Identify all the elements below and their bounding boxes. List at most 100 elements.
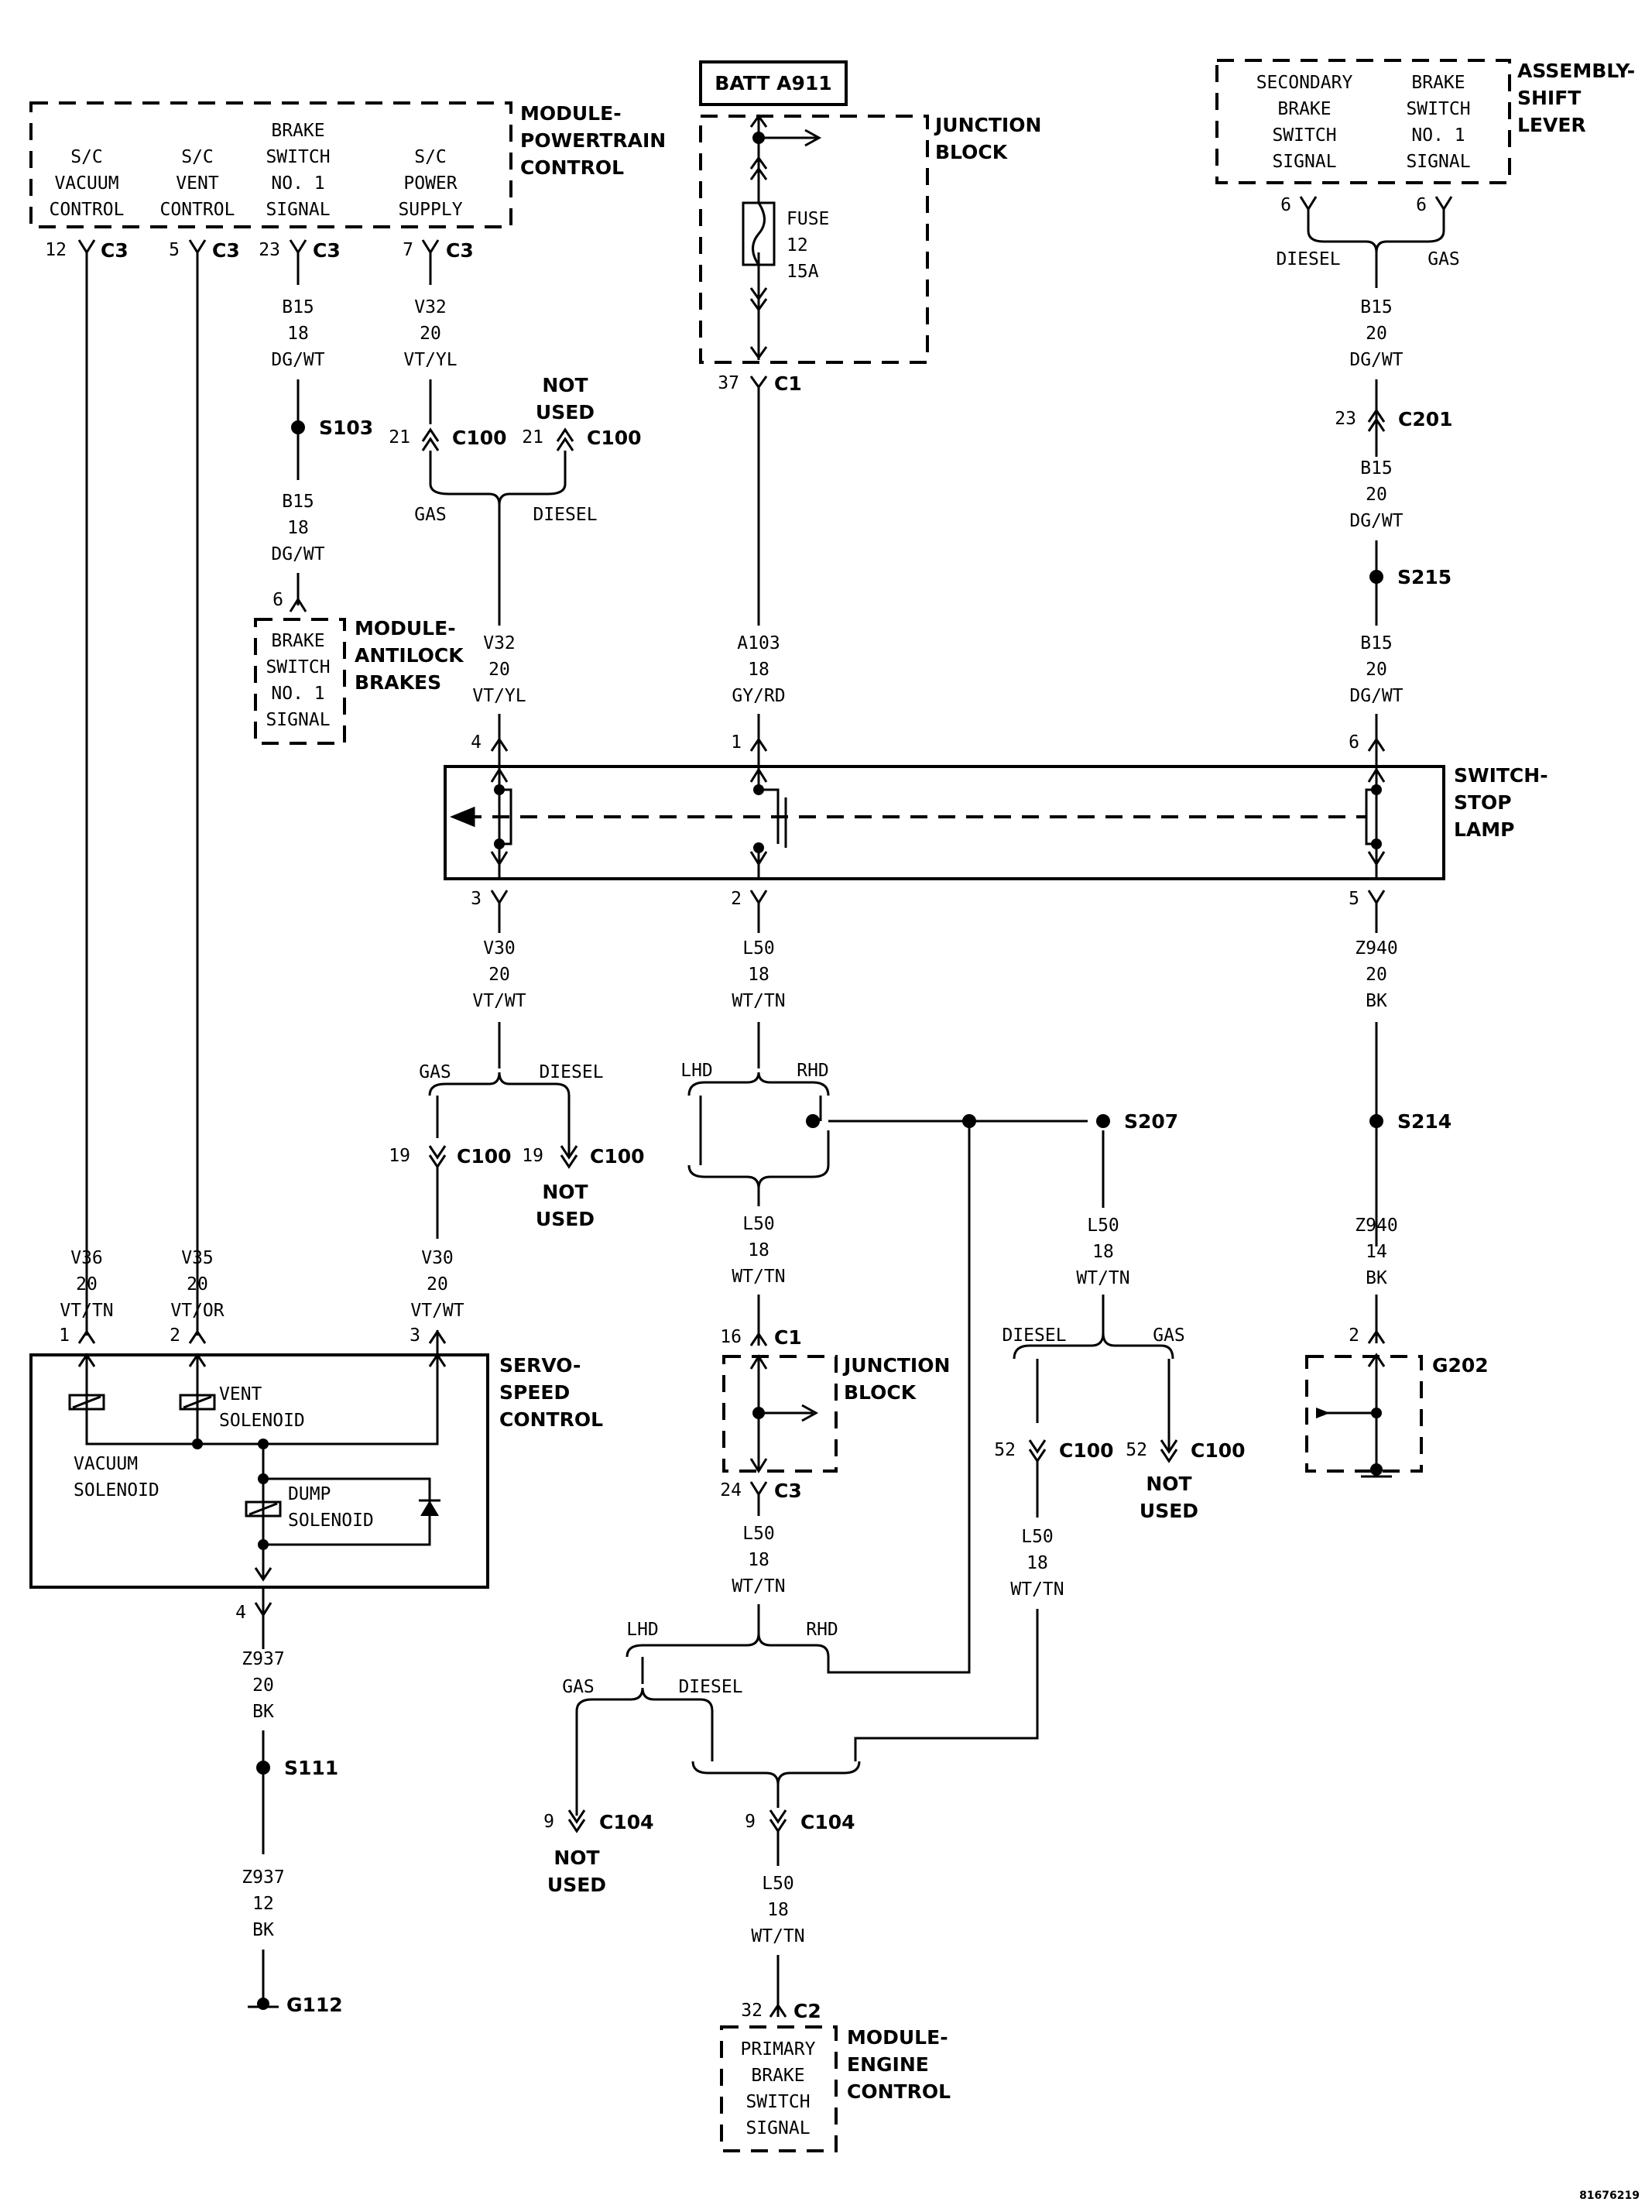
g202-pin-2: 2 — [1349, 1325, 1359, 1346]
stop-lamp-title-3: LAMP — [1454, 818, 1514, 841]
pcm-brake-label-2: SWITCH — [266, 147, 330, 167]
splice-s207-label: S207 — [1124, 1110, 1178, 1133]
c104-diesel-brace — [691, 1761, 861, 1785]
ecm-pin-label-2: BRAKE — [751, 2066, 804, 2086]
z937-top-circuit: Z937 — [242, 1649, 284, 1669]
jb-conn-16: C1 — [774, 1326, 802, 1349]
c100-19-diesel-pin: 19 — [522, 1146, 543, 1166]
l50-mid-gauge: 18 — [748, 1240, 769, 1260]
pcm-vacuum-label-1: S/C — [70, 147, 103, 167]
c104-not-used-2: USED — [547, 1874, 606, 1896]
shift-pin-6a: 6 — [1280, 195, 1291, 215]
c104-9-gas-pin: 9 — [543, 1812, 554, 1832]
shift-brake-2: SWITCH — [1406, 99, 1470, 119]
junction-top-title-2: BLOCK — [935, 141, 1009, 163]
z940-bot-gauge: 14 — [1366, 1242, 1387, 1262]
c100-19-gas-option: GAS — [419, 1062, 451, 1082]
servo-title-2: SPEED — [499, 1381, 570, 1404]
servo-dump-bus — [254, 1444, 272, 1582]
c100-19-gas-symbol — [428, 1096, 447, 1239]
lhd-rhd-lower-brace — [625, 1633, 830, 1658]
c104-diesel-option: DIESEL — [678, 1677, 742, 1697]
dump-solenoid-coil — [245, 1500, 282, 1518]
l50-mid-circuit: L50 — [742, 1214, 775, 1234]
pcm-title-2: POWERTRAIN — [520, 129, 666, 152]
servo-title-1: SERVO- — [499, 1354, 581, 1377]
b15-c201-gauge: 20 — [1366, 485, 1387, 505]
stop-lamp-contact-2 — [753, 842, 764, 853]
l50-jb-gauge: 18 — [748, 1550, 769, 1570]
shift-brake-3: NO. 1 — [1411, 125, 1465, 146]
pcm-vacuum-label-2: VACUUM — [54, 173, 118, 194]
l50-lhd-rhd-brace — [687, 1072, 830, 1096]
stop-lamp-internal-wires — [498, 751, 1378, 879]
pcm-conn-12: C3 — [101, 239, 129, 262]
wire-s207-rhd-return — [827, 1121, 971, 1674]
fuse-label-2: 12 — [787, 235, 808, 255]
z937-bot-color: BK — [252, 1920, 274, 1940]
sw-pin-1: 1 — [731, 732, 742, 753]
b15-shift-circuit: B15 — [1360, 297, 1393, 317]
junction-top-connector-a — [749, 114, 768, 180]
c104-9-gas-symbol — [567, 1711, 586, 1833]
servo-pin-4-symbol — [254, 1587, 272, 1649]
batt-a911-box — [699, 60, 848, 106]
wire-l50-c100-down — [854, 1609, 1039, 1761]
pcm-box — [29, 101, 512, 228]
v32-top-gauge: 20 — [420, 324, 441, 344]
sw-pin-2-symbol — [749, 890, 768, 933]
c100-21-gas-symbol — [421, 379, 440, 484]
b15-sw-gauge: 20 — [1366, 660, 1387, 680]
abs-pin-label-2: SWITCH — [266, 657, 330, 677]
ecm-pin-label-4: SIGNAL — [745, 2118, 810, 2138]
dump-solenoid-label-1: DUMP — [288, 1484, 331, 1504]
l50-rhd-node — [806, 1114, 820, 1128]
shift-title-1: ASSEMBLY- — [1517, 60, 1635, 82]
z937-bot-gauge: 12 — [252, 1894, 274, 1914]
junction-top-arrow — [759, 129, 822, 147]
splice-s215-dot — [1369, 570, 1383, 584]
c100-52-not-used-2: USED — [1140, 1500, 1198, 1522]
c104-option-brace — [575, 1687, 714, 1712]
c104-9-diesel-name: C104 — [800, 1811, 855, 1833]
shift-lever-box — [1215, 59, 1511, 184]
splice-s214-dot — [1369, 1114, 1383, 1128]
stop-lamp-switch-c — [1365, 788, 1376, 845]
l50-top-color: WT/TN — [732, 991, 785, 1011]
l50-jb-color: WT/TN — [732, 1576, 785, 1596]
fuse-element — [752, 202, 766, 266]
l50-lhd-rhd-legs — [699, 1096, 822, 1165]
servo-pin-4: 4 — [235, 1603, 246, 1623]
sw-pin-2: 2 — [731, 889, 742, 909]
shift-title-2: SHIFT — [1517, 87, 1581, 109]
servo-title-3: CONTROL — [499, 1408, 603, 1431]
l50-c100-gauge: 18 — [1027, 1553, 1048, 1573]
pcm-power-label-2: POWER — [403, 173, 457, 194]
b15-pcm-color: DG/WT — [271, 350, 324, 370]
l50-s207-gauge: 18 — [1092, 1242, 1114, 1262]
v30-top-color: VT/WT — [472, 991, 526, 1011]
b15-c201-circuit: B15 — [1360, 458, 1393, 478]
v30-bot-circuit: V30 — [421, 1248, 454, 1268]
servo-pin-3-symbol — [428, 1329, 447, 1347]
l50-rhd-option: RHD — [797, 1061, 829, 1081]
l50-top-circuit: L50 — [742, 938, 775, 959]
servo-pin-3: 3 — [410, 1325, 420, 1346]
jb-pin-16-symbol — [749, 1295, 768, 1346]
shift-pin-6b: 6 — [1416, 195, 1427, 215]
l50-s207-color: WT/TN — [1076, 1268, 1129, 1288]
jb-conn-24: C3 — [774, 1480, 802, 1502]
module-antilock-brakes: BRAKE SWITCH NO. 1 SIGNAL MODULE- ANTILO… — [254, 617, 464, 745]
z940-ground-circuit: S214 Z940 14 BK 2 G202 — [1305, 1022, 1489, 1478]
pcm-vent-label-3: CONTROL — [160, 200, 235, 220]
pcm-pin-12: 12 — [45, 240, 67, 260]
module-powertrain-control: MODULE- POWERTRAIN CONTROL S/C VACUUM CO… — [29, 101, 666, 228]
z940-bot-color: BK — [1366, 1268, 1387, 1288]
assembly-shift-lever: ASSEMBLY- SHIFT LEVER SECONDARY BRAKE SW… — [1215, 59, 1635, 753]
l50-circuit: LHD RHD S207 L50 18 WT/TN 16 C1 L50 18 W… — [680, 1022, 1246, 1761]
l50-c100-color: WT/TN — [1010, 1579, 1064, 1600]
splice-s103-dot — [291, 420, 305, 434]
stop-lamp-linkage-arrow — [450, 806, 475, 828]
b15-shift-color: DG/WT — [1349, 350, 1403, 370]
pcm-vent-label-2: VENT — [176, 173, 219, 194]
